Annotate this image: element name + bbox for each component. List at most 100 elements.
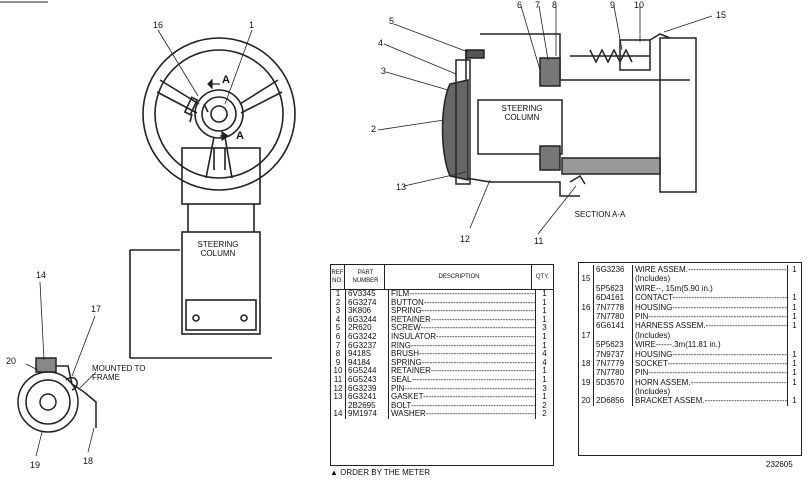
leader-dashes: ----------------------------------------… (421, 358, 536, 367)
callout-14: 14 (36, 270, 47, 280)
cell-description: BRUSH-----------------------------------… (389, 350, 536, 359)
leader-dashes: ----------------------------------------… (667, 358, 788, 368)
description-text: SCREW (391, 324, 421, 333)
cell-description: HARNESS ASSEM.--------------------------… (633, 321, 788, 331)
cell-part-number: 6G3239 (346, 384, 389, 394)
description-text: BOLT (391, 401, 411, 410)
cell-qty: 1 (542, 331, 547, 341)
callout-19: 19 (30, 460, 41, 470)
cell-description: BOLT------------------------------------… (389, 401, 536, 411)
cell-description: BRACKET ASSEM.--------------------------… (633, 396, 788, 406)
callout-16: 16 (153, 20, 164, 30)
cell-qty: 1 (792, 293, 797, 303)
description-text: PIN (635, 368, 649, 378)
cell-part-number: 7N7779 (594, 358, 633, 369)
cell-description: BUTTON----------------------------------… (389, 298, 536, 308)
leader-dashes: ----------------------------------------… (411, 375, 535, 384)
section-caption: SECTION A-A (574, 210, 626, 219)
description-text: (Includes) (635, 387, 671, 397)
cell-description: HOUSING---------------------------------… (633, 349, 788, 359)
cell-ref: 17 (579, 330, 594, 341)
cell-qty: 4 (542, 349, 547, 359)
description-text: HARNESS ASSEM. (635, 321, 706, 331)
cell-description: SPRING----------------------------------… (389, 358, 536, 368)
cell-ref: 8 (331, 350, 346, 359)
cell-description: GASKET----------------------------------… (389, 393, 536, 402)
callout-1: 1 (249, 20, 255, 30)
cell-part-number: 9M1974 (346, 410, 389, 419)
figure-number: 232605 (766, 460, 793, 469)
leader-dashes: ----------------------------------------… (436, 332, 535, 341)
cell-part-number: 6D4161 (594, 293, 633, 303)
cell-part-number: 6G3236 (594, 265, 633, 275)
cell-ref: 14 (331, 410, 346, 419)
leader-dashes: ----------------------------------------… (419, 350, 536, 359)
description-text: BUTTON (391, 298, 424, 307)
cell-description: WIRE------.3m(11.81 in.) (633, 340, 788, 350)
horn-assembly (17, 357, 97, 433)
cell-qty: 1 (542, 366, 547, 376)
cell-ref: 11 (331, 375, 346, 385)
description-text: PIN (635, 311, 649, 321)
header-ref: REF NO. (331, 265, 345, 289)
description-text: SEAL (391, 375, 412, 384)
cell-description: SCREW-----------------------------------… (389, 324, 536, 333)
cell-description: PIN-------------------------------------… (389, 384, 536, 394)
cell-qty: 3 (542, 383, 547, 393)
section-label-a-top: A (222, 74, 230, 86)
description-text: HOUSING (635, 349, 673, 359)
description-text: HORN ASSEM. (635, 377, 691, 387)
description-text: (Includes) (635, 330, 671, 340)
description-text: SOCKET (635, 358, 668, 368)
leader-dashes: ----------------------------------------… (404, 384, 535, 393)
leader-dashes: ----------------------------------------… (423, 393, 535, 402)
cell-ref (579, 311, 594, 322)
cell-qty: 1 (542, 297, 547, 307)
cell-qty (788, 284, 801, 293)
steering-column-caption-right: STEERING COLUMN (501, 104, 543, 122)
description-text: CONTACT (635, 293, 673, 303)
cell-description: WIRE--, 15m(5.90 in.) (633, 283, 788, 294)
cell-part-number: 5P5623 (594, 340, 633, 350)
cell-description: CONTACT---------------------------------… (633, 293, 788, 303)
callout-8: 8 (552, 0, 558, 10)
cell-description: (Includes) (633, 387, 788, 397)
cell-description: (Includes) (633, 274, 788, 284)
steering-column-caption-left: STEERING COLUMN (197, 240, 239, 258)
cell-part-number: 2D6856 (594, 396, 633, 406)
leader-dashes: ----------------------------------------… (704, 396, 788, 406)
leader-dashes: ----------------------------------------… (430, 315, 535, 324)
callout-5: 5 (389, 16, 395, 26)
description-text: WIRE------.3m(11.81 in.) (635, 340, 721, 350)
leader-dashes: ----------------------------------------… (425, 410, 536, 419)
cell-qty: 1 (792, 321, 797, 331)
cell-qty: 1 (792, 265, 797, 274)
cell-qty: 1 (542, 392, 547, 402)
cell-part-number: 6G5243 (346, 375, 389, 385)
description-text: SPRING (391, 358, 422, 367)
cell-ref (579, 283, 594, 294)
leader-dashes: ----------------------------------------… (672, 349, 787, 359)
callout-9: 9 (610, 0, 616, 10)
cell-qty: 1 (542, 314, 547, 324)
cell-ref: 1 (331, 289, 346, 299)
cell-qty: 1 (792, 358, 797, 368)
cell-part-number: 9418S (346, 350, 389, 359)
cell-part-number (594, 274, 633, 284)
cell-part-number: 7N9737 (594, 349, 633, 359)
cell-description: FILM------------------------------------… (389, 290, 536, 299)
